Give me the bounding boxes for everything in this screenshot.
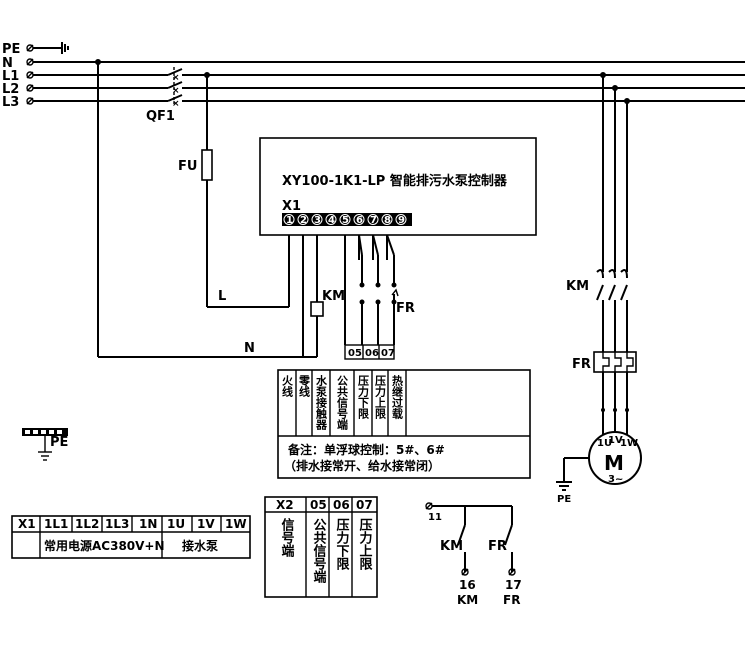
pe-bar: PE: [22, 428, 68, 461]
sensor-wiring: FR 05 06 07: [344, 234, 415, 360]
svg-text:×: ×: [172, 73, 180, 83]
x2-07: 07: [356, 498, 373, 512]
motor-terminal-1w: 1W: [620, 438, 638, 449]
pt-1u: 1U: [167, 517, 185, 531]
motor-fr-label: FR: [572, 357, 591, 372]
aux-terminal-11: 11: [428, 512, 442, 523]
bus-label-n: N: [2, 56, 13, 71]
x2-table: X2 05 06 07 信号端 公共信号端 压力下限 压力上限: [264, 496, 378, 598]
terminal-3: 3: [314, 215, 321, 226]
motor-circuit: KM FR 1U 1V 1W M 3~ PE: [556, 72, 642, 505]
fn-header-neutral: 零线: [298, 375, 312, 398]
fn-header-overload: 热继过载: [391, 374, 404, 420]
fuse-branch: FU L: [178, 75, 290, 308]
fr-label: FR: [396, 301, 415, 316]
breaker-qf1: × × × QF1: [146, 67, 183, 124]
fuse-icon: [201, 149, 213, 181]
pt-1l2: 1L2: [75, 517, 99, 531]
wire-n-label: N: [244, 341, 255, 356]
x2-low: 压力下限: [334, 518, 350, 571]
wire-l-label: L: [218, 289, 226, 304]
pe-ground-icon: [61, 42, 69, 54]
pt-1l3: 1L3: [105, 517, 129, 531]
sensor-terminal-07: 07: [381, 348, 395, 359]
pt-1w: 1W: [225, 517, 247, 531]
motor-terminal-1u: 1U: [597, 438, 612, 449]
power-terminal-table: X1 1L1 1L2 1L3 1N 1U 1V 1W 常用电源AC380V+N …: [11, 515, 251, 559]
aux-bottom-fr: FR: [503, 593, 520, 607]
fn-header-live: 火线: [281, 375, 294, 398]
motor-phase: 3~: [608, 474, 623, 485]
fn-header-low: 压力下限: [357, 374, 370, 420]
motor-km-label: KM: [566, 279, 589, 294]
terminal-9: 9: [398, 215, 405, 226]
fuse-label: FU: [178, 159, 197, 174]
pe-bar-label: PE: [50, 435, 68, 450]
coil-label: KM: [322, 289, 345, 304]
bus-label-l2: L2: [2, 82, 19, 97]
pt-1l1: 1L1: [44, 517, 68, 531]
pt-power-label: 常用电源AC380V+N: [44, 538, 165, 553]
x2-high: 压力上限: [357, 518, 373, 571]
controller-box: XY100-1K1-LP 智能排污水泵控制器 X1 1 2 3 4 5 6 7: [259, 137, 537, 236]
svg-text:×: ×: [172, 99, 180, 109]
terminal-5: 5: [342, 215, 349, 226]
terminal-1: 1: [286, 215, 293, 226]
aux-terminal-16: 16: [459, 578, 476, 592]
fn-header-high: 压力上限: [374, 374, 387, 420]
terminal-7: 7: [370, 215, 377, 226]
bus-label-l3: L3: [2, 95, 19, 110]
bus-terminal-markers: [26, 44, 34, 105]
svg-text:×: ×: [172, 86, 180, 96]
coil-icon: [310, 301, 324, 317]
terminal-6: 6: [356, 215, 363, 226]
aux-terminal-17: 17: [505, 578, 522, 592]
function-table: 火线 零线 水泵接触器 公共信号端 压力下限 压力上限 热继过载 备注：单浮球控…: [277, 369, 531, 479]
pt-x1: X1: [18, 517, 36, 531]
neutral-return: N: [97, 62, 304, 358]
x2-signal: 信号端: [279, 517, 295, 558]
controller-title: XY100-1K1-LP 智能排污水泵控制器: [282, 173, 508, 189]
x2-06: 06: [333, 498, 350, 512]
sensor-terminal-05: 05: [348, 348, 362, 359]
note-line-1: 备注：单浮球控制：5#、6#: [287, 442, 445, 457]
pt-1v: 1V: [197, 517, 215, 531]
note-line-2: （排水接常开、给水接常闭）: [284, 458, 440, 473]
fn-header-common: 公共信号端: [336, 375, 349, 431]
power-bus: PE N L1 L2 L3: [2, 42, 745, 110]
bus-label-l1: L1: [2, 69, 19, 84]
motor-symbol: M: [604, 451, 624, 475]
pt-pump-label: 接水泵: [182, 538, 218, 553]
km-coil: KM: [303, 235, 345, 358]
breaker-label: QF1: [146, 109, 175, 124]
terminal-8: 8: [384, 215, 391, 226]
x2-common: 公共信号端: [311, 518, 327, 584]
terminal-strip-x1: 1 2 3 4 5 6 7 8 9: [282, 213, 412, 226]
x2-header: X2: [276, 498, 294, 512]
aux-bottom-km: KM: [457, 593, 478, 607]
motor-terminal-1v: 1V: [608, 435, 623, 446]
aux-circuit: 11 KM FR 16 17 KM FR: [425, 502, 522, 607]
pt-1n: 1N: [139, 517, 157, 531]
terminal-4: 4: [328, 215, 335, 226]
terminal-2: 2: [300, 215, 307, 226]
terminal-strip-label: X1: [282, 199, 301, 214]
aux-km-label: KM: [440, 539, 463, 554]
aux-fr-label: FR: [488, 539, 507, 554]
sensor-terminal-06: 06: [365, 348, 379, 359]
motor-ground-label: PE: [557, 494, 571, 505]
fn-header-contactor: 水泵接触器: [315, 374, 329, 431]
x2-05: 05: [310, 498, 327, 512]
bus-label-pe: PE: [2, 42, 20, 57]
